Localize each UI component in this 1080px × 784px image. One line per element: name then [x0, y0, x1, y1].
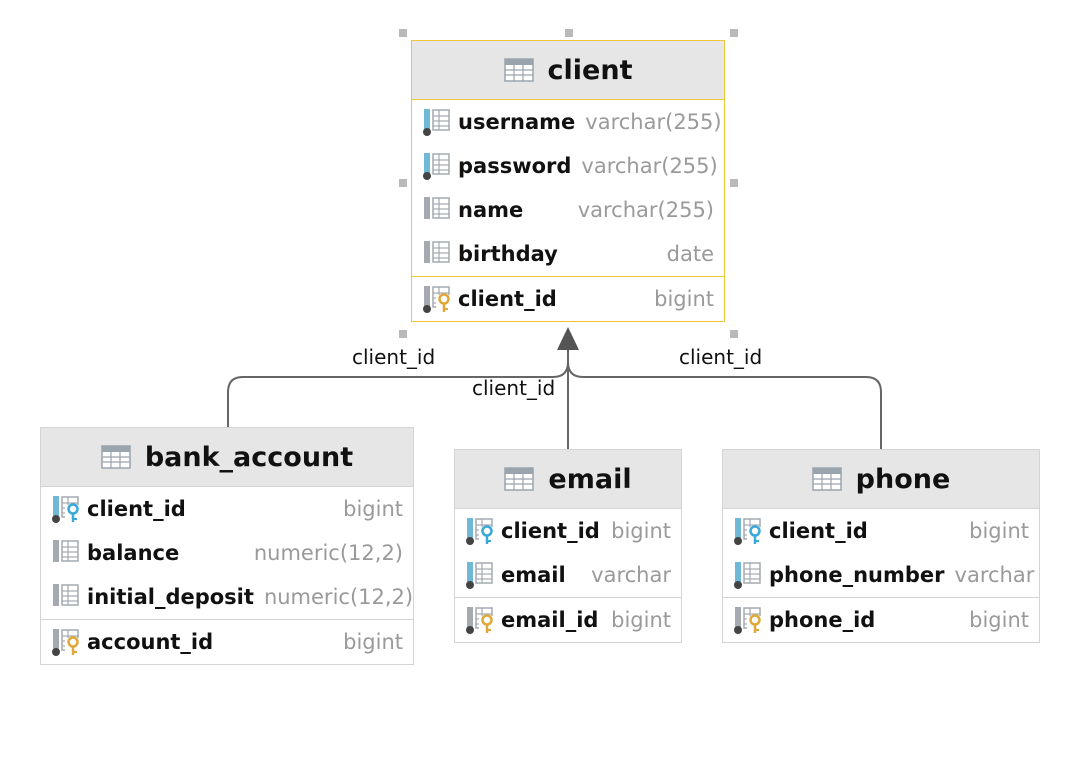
- table-icon: [503, 58, 534, 82]
- column-type: varchar: [591, 563, 671, 587]
- column-name: username: [458, 110, 576, 134]
- columns-section: client_id bigint phone_number varchar: [723, 509, 1039, 597]
- entity-title: email: [548, 463, 632, 495]
- column-index-icon: [733, 560, 765, 590]
- column-icon: [422, 195, 454, 225]
- column-icon: [51, 538, 83, 568]
- arrow-head-icon: [557, 327, 579, 350]
- column-name: initial_deposit: [87, 585, 254, 609]
- selection-handle-top[interactable]: [565, 29, 573, 37]
- column-index-icon: [422, 107, 454, 137]
- column-name: email: [501, 563, 566, 587]
- entity-header[interactable]: email: [455, 450, 681, 509]
- primary-key-section: account_id bigint: [41, 619, 413, 664]
- column-type: bigint: [611, 519, 671, 543]
- column-row[interactable]: client_id bigint: [723, 509, 1039, 553]
- column-type: bigint: [654, 287, 714, 311]
- column-index-icon: [465, 560, 497, 590]
- column-name: client_id: [458, 287, 557, 311]
- link-label-email: client_id: [472, 376, 556, 400]
- primary-key-icon: [422, 284, 454, 314]
- column-row[interactable]: birthday date: [412, 232, 724, 276]
- column-type: varchar: [954, 563, 1035, 587]
- column-name: phone_id: [769, 608, 876, 632]
- column-row[interactable]: phone_id bigint: [723, 598, 1039, 642]
- primary-key-icon: [465, 605, 497, 635]
- table-icon: [811, 467, 842, 491]
- column-row[interactable]: phone_number varchar: [723, 553, 1039, 597]
- primary-key-icon: [733, 605, 765, 635]
- primary-key-section: client_id bigint: [412, 276, 724, 321]
- entity-header[interactable]: client: [412, 41, 724, 100]
- column-name: balance: [87, 541, 180, 565]
- selection-handle-left[interactable]: [399, 179, 407, 187]
- column-type: numeric(12,2): [253, 541, 403, 565]
- primary-key-section: phone_id bigint: [723, 597, 1039, 642]
- column-type: varchar(255): [585, 110, 722, 134]
- column-type: bigint: [611, 608, 671, 632]
- column-row[interactable]: username varchar(255): [412, 100, 724, 144]
- column-name: account_id: [87, 630, 214, 654]
- foreign-key-icon: [465, 516, 497, 546]
- selection-handle-top-left[interactable]: [399, 29, 407, 37]
- column-name: name: [458, 198, 524, 222]
- table-icon: [504, 467, 535, 491]
- column-row[interactable]: name varchar(255): [412, 188, 724, 232]
- column-type: bigint: [343, 630, 403, 654]
- foreign-key-icon: [51, 494, 83, 524]
- column-icon: [51, 582, 83, 612]
- column-row[interactable]: client_id bigint: [455, 509, 681, 553]
- column-index-icon: [422, 151, 454, 181]
- link-label-phone: client_id: [679, 345, 763, 369]
- column-row[interactable]: initial_deposit numeric(12,2): [41, 575, 413, 619]
- column-row[interactable]: email_id bigint: [455, 598, 681, 642]
- selection-handle-bottom-left[interactable]: [399, 330, 407, 338]
- column-type: bigint: [969, 519, 1029, 543]
- column-type: varchar(255): [577, 198, 714, 222]
- link-label-bank-account: client_id: [352, 345, 436, 369]
- column-type: date: [666, 242, 714, 266]
- entity-header[interactable]: bank_account: [41, 428, 413, 487]
- column-row[interactable]: balance numeric(12,2): [41, 531, 413, 575]
- selection-handle-top-right[interactable]: [730, 29, 738, 37]
- column-type: numeric(12,2): [263, 585, 414, 609]
- column-row[interactable]: password varchar(255): [412, 144, 724, 188]
- entity-title: bank_account: [144, 441, 354, 473]
- columns-section: client_id bigint email varchar: [455, 509, 681, 597]
- column-name: password: [458, 154, 572, 178]
- primary-key-icon: [51, 627, 83, 657]
- column-type: bigint: [969, 608, 1029, 632]
- column-icon: [422, 239, 454, 269]
- selection-handle-bottom-right[interactable]: [730, 330, 738, 338]
- entity-title: phone: [855, 463, 951, 495]
- table-icon: [101, 445, 131, 469]
- column-row[interactable]: client_id bigint: [41, 487, 413, 531]
- column-type: varchar(255): [581, 154, 718, 178]
- column-name: birthday: [458, 242, 558, 266]
- column-name: email_id: [501, 608, 599, 632]
- column-name: client_id: [769, 519, 868, 543]
- column-type: bigint: [343, 497, 403, 521]
- column-name: phone_number: [769, 563, 945, 587]
- column-row[interactable]: client_id bigint: [412, 277, 724, 321]
- primary-key-section: email_id bigint: [455, 597, 681, 642]
- entity-title: client: [547, 54, 633, 86]
- column-name: client_id: [501, 519, 600, 543]
- column-row[interactable]: account_id bigint: [41, 620, 413, 664]
- column-name: client_id: [87, 497, 186, 521]
- selection-handle-right[interactable]: [730, 179, 738, 187]
- entity-header[interactable]: phone: [723, 450, 1039, 509]
- foreign-key-icon: [733, 516, 765, 546]
- column-row[interactable]: email varchar: [455, 553, 681, 597]
